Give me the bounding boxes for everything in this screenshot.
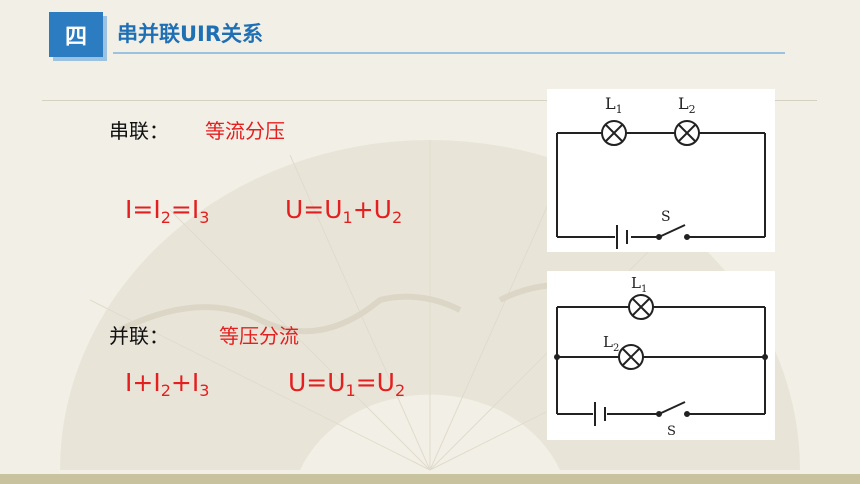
svg-text:L2: L2 (678, 94, 696, 116)
svg-text:L2: L2 (603, 333, 619, 354)
parallel-voltage-formula: U=U1=U2 (288, 368, 406, 400)
section-number-badge: 四 (49, 12, 103, 57)
parallel-current-formula: I+I2+I3 (125, 368, 210, 400)
series-label: 串联： (109, 119, 169, 143)
svg-text:L1: L1 (631, 274, 647, 295)
battery-icon (616, 225, 628, 249)
lamp-icon (618, 344, 644, 370)
svg-text:L1: L1 (605, 94, 623, 116)
svg-text:S: S (667, 424, 676, 439)
parallel-label: 并联： (109, 324, 169, 348)
section-title: 串并联UIR关系 (117, 22, 264, 46)
switch-icon (656, 401, 690, 417)
parallel-circuit-diagram: L1 L2 S (547, 271, 775, 440)
divider-line (42, 100, 817, 101)
lamp-icon (601, 120, 627, 146)
series-circuit-diagram: L1 L2 S (547, 89, 775, 252)
switch-icon (656, 224, 690, 240)
bottom-bar (0, 474, 860, 484)
series-rule: 等流分压 (205, 119, 285, 143)
lamp-icon (628, 294, 654, 320)
svg-text:S: S (661, 209, 671, 225)
series-voltage-formula: U=U1+U2 (285, 195, 403, 227)
series-current-formula: I=I2=I3 (125, 195, 210, 227)
lamp-icon (674, 120, 700, 146)
parallel-rule: 等压分流 (219, 324, 299, 348)
title-underline (113, 52, 785, 54)
battery-icon (594, 402, 606, 426)
